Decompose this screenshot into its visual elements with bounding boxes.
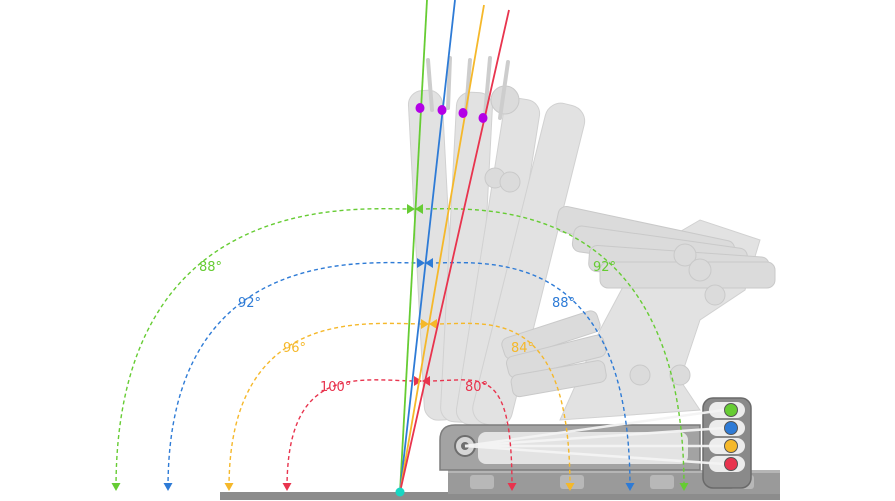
arrowhead-blue-top-left — [417, 258, 425, 268]
pivot-point — [395, 487, 405, 497]
arrowhead-yellow-left — [224, 483, 234, 491]
arrowhead-yellow-top-right — [429, 319, 437, 329]
linkage-lines — [464, 408, 725, 466]
angle-label-blue-right: 88° — [552, 296, 575, 311]
pedal-marker-blue — [437, 105, 447, 115]
angle-arc-green-right — [418, 208, 685, 489]
arrowhead-red-top-left — [414, 376, 422, 386]
angle-arc-yellow-right — [432, 322, 571, 489]
pedal-marker-yellow — [458, 108, 468, 118]
angle-label-yellow-right: 84° — [511, 341, 534, 356]
arrowhead-blue-left — [163, 483, 173, 491]
pedal-mechanism-ghost — [407, 56, 776, 427]
angle-arc-yellow-left — [228, 322, 426, 489]
angle-arc-blue-left — [167, 261, 422, 489]
arrowhead-green-top-right — [415, 204, 423, 214]
pedal-marker-green — [415, 103, 425, 113]
angle-labels: 88° 92° 92° 88° 96° 84° 100° 80° — [199, 260, 616, 395]
angle-label-blue-left: 92° — [238, 296, 261, 311]
pedal-marker-red — [478, 113, 488, 123]
position-indicator — [702, 397, 752, 489]
angle-arcs — [111, 204, 689, 491]
pedal-line-green — [399, 0, 428, 493]
pedal-line-yellow — [399, 4, 485, 493]
arrowhead-yellow-top-left — [421, 319, 429, 329]
indicator-dot-green — [724, 403, 738, 417]
angle-arc-blue-right — [428, 261, 631, 489]
arrowhead-green-right — [679, 483, 689, 491]
arrowhead-yellow-right — [565, 483, 575, 491]
angle-label-green-left: 88° — [199, 260, 222, 275]
angle-arc-red-right — [425, 379, 513, 489]
pedal-line-blue — [399, 0, 456, 493]
arrowhead-red-right — [507, 483, 517, 491]
arrowhead-green-left — [111, 483, 121, 491]
pedal-heads-ghost — [484, 85, 726, 386]
indicator-dot-blue — [724, 421, 738, 435]
pedal-angle-lines — [399, 0, 510, 493]
pedal-markers — [415, 103, 488, 123]
angle-label-red-left: 100° — [320, 380, 351, 395]
arrowhead-blue-right — [625, 483, 635, 491]
angle-label-red-right: 80° — [465, 380, 488, 395]
pedal-line-red — [399, 9, 510, 493]
base-plate — [220, 424, 780, 500]
indicator-dot-red — [724, 457, 738, 471]
arrowhead-red-left — [282, 483, 292, 491]
indicator-dot-yellow — [724, 439, 738, 453]
angle-arc-green-left — [115, 208, 412, 489]
arrowhead-green-top-left — [407, 204, 415, 214]
arrowhead-blue-top-right — [425, 258, 433, 268]
angle-label-green-right: 92° — [593, 260, 616, 275]
angle-label-yellow-left: 96° — [283, 341, 306, 356]
angle-arc-red-left — [286, 379, 419, 489]
